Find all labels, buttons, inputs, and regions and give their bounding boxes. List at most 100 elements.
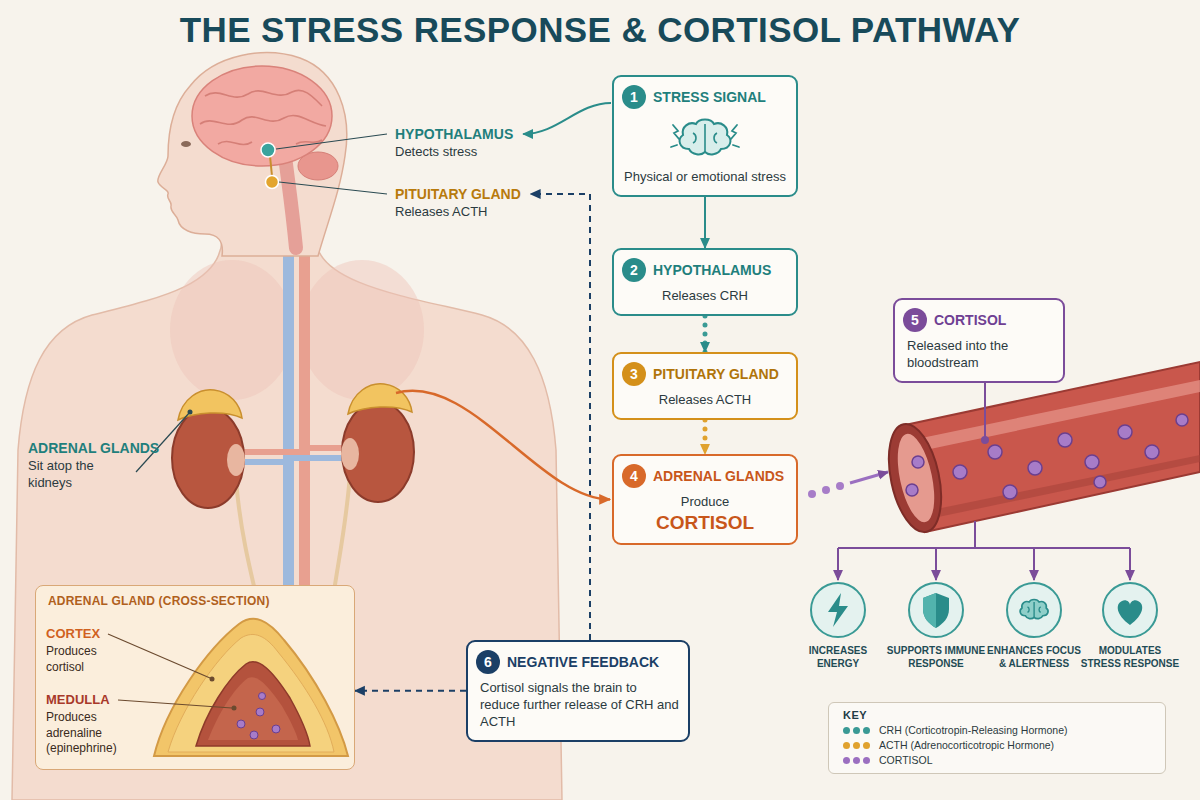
head-part bbox=[285, 156, 296, 248]
blood-vessel-part bbox=[1058, 433, 1072, 447]
effect-circle-part bbox=[910, 584, 962, 636]
kidneys bbox=[172, 384, 414, 508]
adrenal-gland-illustration-part bbox=[210, 677, 215, 682]
head-part bbox=[181, 141, 191, 147]
effect-label: SUPPORTS IMMUNE RESPONSE bbox=[886, 645, 986, 670]
blood-vessel-part bbox=[1028, 461, 1042, 475]
step-heading: NEGATIVE FEEDBACK bbox=[507, 654, 680, 670]
cortisol-flow-part bbox=[836, 482, 844, 490]
connector bbox=[703, 420, 708, 454]
cross-section-panel: ADRENAL GLAND (CROSS-SECTION)CORTEXProdu… bbox=[35, 585, 355, 770]
cortisol-flow-part bbox=[984, 377, 986, 440]
head-part bbox=[270, 156, 272, 176]
legend-swatch bbox=[843, 757, 870, 764]
effect-circle-part bbox=[1118, 600, 1142, 625]
torso-part bbox=[300, 260, 424, 400]
adrenal-gland-illustration-part bbox=[256, 708, 264, 716]
blood-vessels-part bbox=[299, 250, 310, 640]
leader-lines bbox=[136, 134, 387, 472]
head-part bbox=[158, 53, 347, 256]
blood-vessel-part bbox=[891, 431, 941, 526]
process-box: 5CORTISOLReleased into the bloodstream bbox=[893, 298, 1065, 383]
effect-circle-part bbox=[923, 593, 936, 628]
cortisol-flow-part bbox=[1129, 548, 1131, 580]
effect-node: ENHANCES FOCUS & ALERTNESS bbox=[984, 582, 1084, 670]
panel-text: Produces cortisol bbox=[46, 644, 136, 675]
blood-vessel-part bbox=[988, 445, 1002, 459]
blood-vessel-part bbox=[1094, 476, 1106, 488]
effect-label: MODULATES STRESS RESPONSE bbox=[1080, 645, 1180, 670]
adrenal-gland-illustration-part bbox=[154, 619, 348, 756]
blood-vessels-part bbox=[244, 459, 284, 465]
process-box: 6 NEGATIVE FEEDBACK Cortisol signals the b… bbox=[466, 640, 690, 742]
kidneys-part bbox=[348, 384, 412, 414]
callout-number: 2 bbox=[622, 258, 646, 282]
kidneys-part bbox=[172, 408, 244, 508]
legend-box: KEYCRH (Corticotropin-Releasing Hormone)… bbox=[828, 702, 1166, 774]
legend-dot bbox=[843, 757, 850, 764]
adrenal-gland-illustration-part bbox=[154, 755, 348, 757]
process-box: 4ADRENAL GLANDSProduceCORTISOL bbox=[612, 454, 798, 545]
step-heading: PITUITARY GLAND bbox=[653, 366, 788, 382]
effect-node: MODULATES STRESS RESPONSE bbox=[1080, 582, 1180, 670]
callout-number: 3 bbox=[622, 362, 646, 386]
legend-dot bbox=[853, 742, 860, 749]
kidneys-part bbox=[227, 444, 245, 476]
effect-label: ENHANCES FOCUS & ALERTNESS bbox=[984, 645, 1084, 670]
effect-node: INCREASES ENERGY bbox=[788, 582, 888, 670]
cortisol-flow bbox=[808, 377, 1130, 580]
legend-dot bbox=[863, 727, 870, 734]
brain-icon bbox=[622, 115, 788, 163]
blood-vessels bbox=[236, 250, 350, 640]
blood-vessel-part bbox=[880, 419, 950, 537]
adrenal-gland-illustration-part bbox=[259, 693, 266, 700]
blood-vessel-part bbox=[1145, 445, 1159, 459]
part-label: Releases ACTH bbox=[395, 204, 487, 219]
step-heading: CORTISOL bbox=[934, 312, 1055, 328]
head-part bbox=[200, 116, 326, 126]
step-text: Cortisol signals the brain to reduce fur… bbox=[476, 680, 680, 731]
legend-text: CORTISOL bbox=[879, 754, 932, 766]
cortisol-flow-part bbox=[1033, 548, 1035, 580]
callout-number: 6 bbox=[476, 650, 500, 674]
head-part bbox=[205, 90, 322, 106]
head-part bbox=[218, 141, 252, 144]
cortisol-flow-part bbox=[837, 548, 839, 580]
effect-circle-part bbox=[828, 593, 848, 627]
legend-dot bbox=[843, 727, 850, 734]
signal-arrow bbox=[523, 103, 611, 134]
blood-vessel-part bbox=[953, 465, 967, 479]
panel-text: Produces adrenaline (epinephrine) bbox=[46, 710, 142, 757]
legend-dot bbox=[843, 742, 850, 749]
effect-node: SUPPORTS IMMUNE RESPONSE bbox=[886, 582, 986, 670]
process-box: 3PITUITARY GLANDReleases ACTH bbox=[612, 352, 798, 420]
blood-vessel-part bbox=[912, 456, 924, 468]
effect-circle-part bbox=[1008, 584, 1060, 636]
effect-circle-part bbox=[1020, 599, 1048, 618]
cortisol-flow-part bbox=[808, 490, 816, 498]
step-header: 3 PITUITARY GLAND bbox=[622, 362, 788, 386]
legend-dot bbox=[853, 757, 860, 764]
connector bbox=[703, 316, 708, 352]
step-header: 2 HYPOTHALAMUS bbox=[622, 258, 788, 282]
legend-row: ACTH (Adrenocorticotropic Hormone) bbox=[843, 739, 1153, 751]
torso-part bbox=[170, 260, 294, 400]
cortisol-flow-part bbox=[935, 548, 937, 580]
adrenal-gland-illustration-part bbox=[272, 725, 280, 733]
legend-dot bbox=[863, 757, 870, 764]
cortisol-flow-part bbox=[838, 521, 1130, 548]
step-heading: HYPOTHALAMUS bbox=[653, 262, 788, 278]
step-text: Released into the bloodstream bbox=[903, 338, 1055, 372]
legend-dot bbox=[863, 742, 870, 749]
blood-vessel-part bbox=[1118, 425, 1132, 439]
panel-heading: ADRENAL GLAND (CROSS-SECTION) bbox=[48, 594, 270, 608]
callout-number: 1 bbox=[622, 85, 646, 109]
part-label: Sit atop the kidneys bbox=[28, 458, 100, 492]
step-text: Produce bbox=[622, 494, 788, 511]
blood-vessel-part bbox=[922, 455, 1200, 520]
adrenal-gland-illustration-part bbox=[196, 662, 310, 746]
brain-icon-part bbox=[663, 115, 747, 163]
effect-circle-part bbox=[923, 593, 949, 628]
diagram-title: THE STRESS RESPONSE & CORTISOL PATHWAY bbox=[0, 10, 1200, 50]
leader-lines-part bbox=[279, 182, 387, 194]
